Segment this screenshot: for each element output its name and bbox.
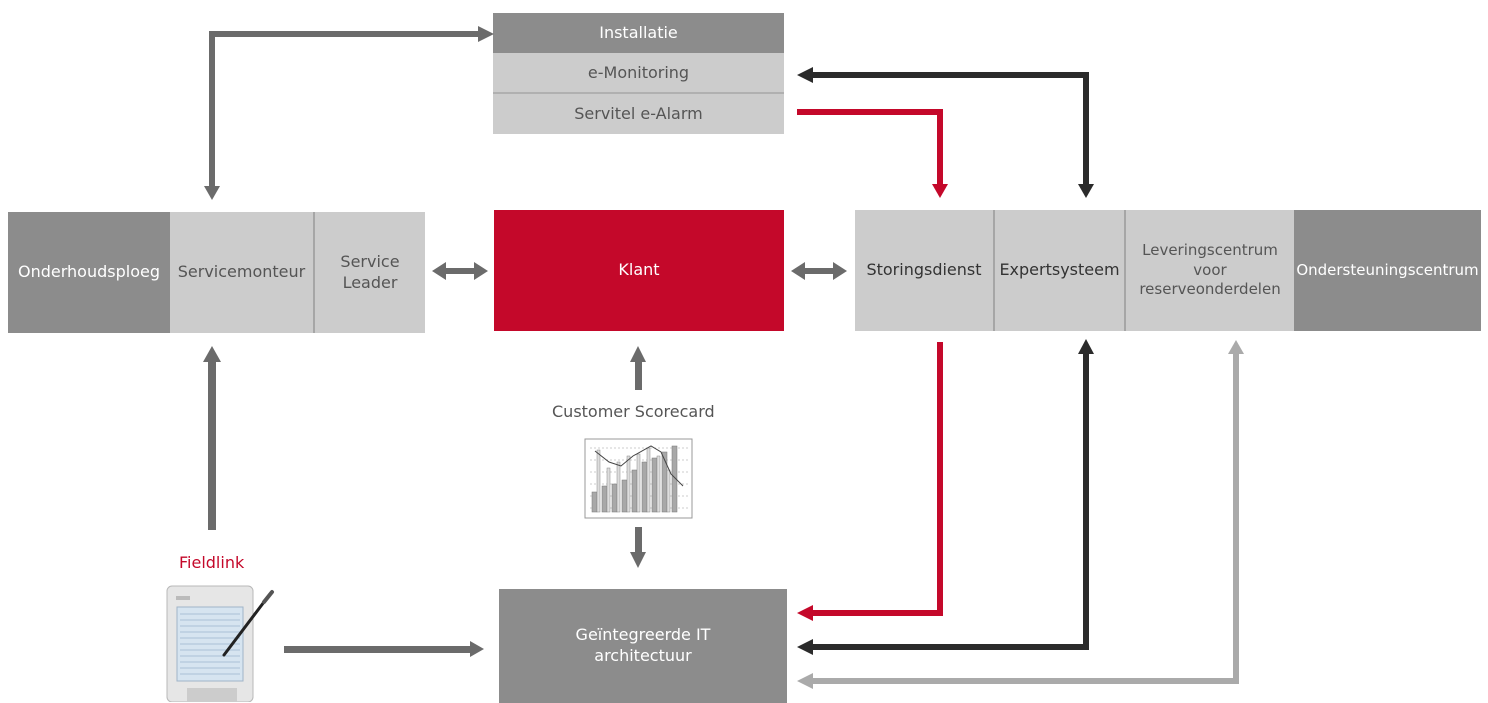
arrowhead-light-to-it bbox=[797, 673, 813, 689]
storingsdienst-box: Storingsdienst bbox=[855, 210, 993, 331]
servitel-e-alarm-box: Servitel e-Alarm bbox=[493, 94, 784, 134]
arrowhead-light-to-leveringscentrum bbox=[1228, 340, 1244, 354]
right-double-arrow-shaft bbox=[805, 268, 833, 274]
installatie-connector-arrow bbox=[209, 31, 478, 186]
arrowhead-black-to-expertsysteem bbox=[1078, 339, 1094, 354]
servitel-to-storingsdienst-arrow bbox=[797, 109, 943, 184]
installatie-box: Installatie bbox=[493, 13, 784, 53]
left-double-arrow-shaft bbox=[446, 268, 474, 274]
arrowhead-to-installatie bbox=[478, 26, 494, 42]
service-leader-box: Service Leader bbox=[315, 212, 425, 333]
fieldlink-up-arrow-shaft bbox=[208, 362, 216, 530]
arrowhead-red-to-storingsdienst bbox=[932, 184, 948, 198]
onderhoudsploeg-box: Onderhoudsploeg bbox=[8, 212, 170, 333]
e-monitoring-box: e-Monitoring bbox=[493, 53, 784, 93]
left-group-divider bbox=[313, 212, 315, 333]
fieldlink-up-arrow-head bbox=[203, 346, 221, 362]
fieldlink-label: Fieldlink bbox=[179, 553, 245, 572]
arrowhead-to-e-monitoring bbox=[797, 67, 813, 83]
right-double-arrow-head-right bbox=[833, 262, 847, 280]
arrowhead-red-to-it bbox=[797, 605, 813, 621]
arrowhead-to-expertsysteem bbox=[1078, 184, 1094, 198]
right-divider-1 bbox=[993, 210, 995, 331]
it-architectuur-box: Geïntegreerde IT architectuur bbox=[499, 589, 787, 703]
arrowhead-to-servicemonteur bbox=[204, 186, 220, 200]
customer-scorecard-label: Customer Scorecard bbox=[552, 402, 715, 421]
left-double-arrow-head-left bbox=[432, 262, 446, 280]
leveringscentrum-it-arrow bbox=[813, 354, 1239, 684]
klant-box: Klant bbox=[494, 210, 784, 331]
ondersteuningscentrum-box: Ondersteuningscentrum bbox=[1294, 210, 1481, 331]
scorecard-down-arrow-head bbox=[630, 552, 646, 568]
expertsysteem-it-arrow bbox=[813, 354, 1089, 650]
fieldlink-to-it-arrow-head bbox=[470, 641, 484, 657]
fieldlink-to-it-arrow-shaft bbox=[284, 646, 470, 653]
expertsysteem-box: Expertsysteem bbox=[995, 210, 1124, 331]
top-stack-divider bbox=[493, 92, 784, 94]
left-double-arrow-head-right bbox=[474, 262, 488, 280]
leveringscentrum-box: Leveringscentrum voor reserveonderdelen bbox=[1126, 210, 1294, 331]
fieldlink-device-image bbox=[166, 585, 274, 702]
e-monitoring-connector-arrow bbox=[813, 72, 1089, 184]
servicemonteur-box: Servicemonteur bbox=[170, 212, 313, 333]
storingsdienst-to-it-arrow bbox=[813, 342, 943, 616]
right-divider-2 bbox=[1124, 210, 1126, 331]
scorecard-up-arrow-shaft bbox=[635, 360, 642, 390]
scorecard-down-arrow-shaft bbox=[635, 527, 642, 553]
scorecard-up-arrow-head bbox=[630, 346, 646, 362]
scorecard-chart-image bbox=[584, 438, 693, 519]
arrowhead-black-to-it bbox=[797, 639, 813, 655]
right-double-arrow-head-left bbox=[791, 262, 805, 280]
